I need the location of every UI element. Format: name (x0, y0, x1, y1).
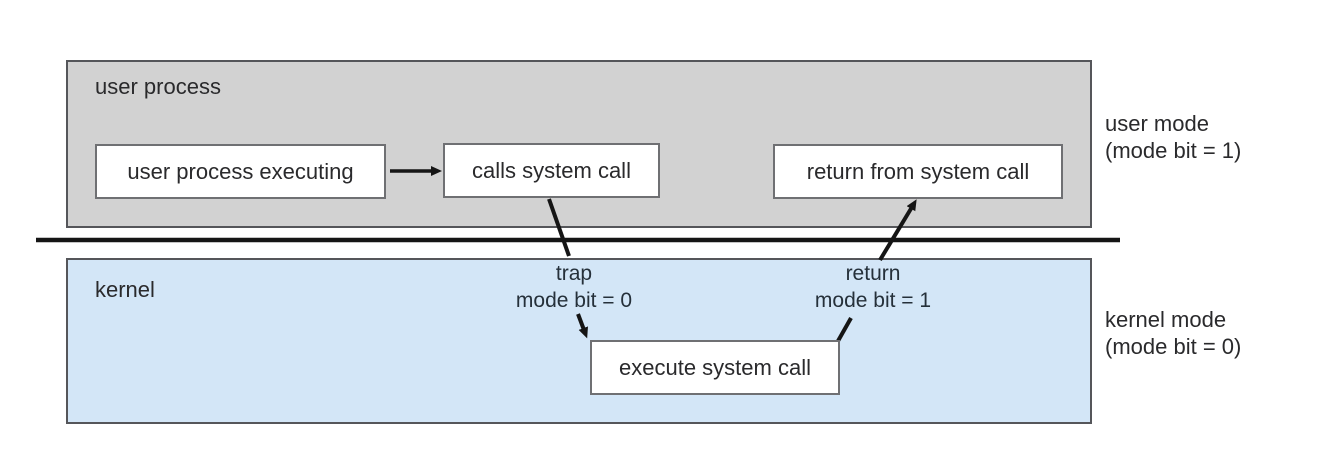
user-mode-label: user mode (mode bit = 1) (1105, 110, 1241, 164)
kernel-mode-label: kernel mode (mode bit = 0) (1105, 306, 1241, 360)
kernel-mode-label-line1: kernel mode (1105, 307, 1227, 332)
node-execute-system-call: execute system call (590, 340, 840, 395)
trap-label-line1: trap (555, 262, 593, 285)
return-label-line2: mode bit = 1 (814, 289, 932, 312)
node-user-process-executing: user process executing (95, 144, 386, 199)
node-return-from-system-call: return from system call (773, 144, 1063, 199)
return-label-line1: return (845, 262, 901, 285)
return-label: return mode bit = 1 (773, 260, 973, 314)
kernel-region (66, 258, 1092, 424)
node-calls-system-call: calls system call (443, 143, 660, 198)
trap-label: trap mode bit = 0 (474, 260, 674, 314)
user-process-region-title: user process (95, 74, 221, 99)
kernel-region-title: kernel (95, 277, 155, 302)
user-mode-label-line1: user mode (1105, 111, 1209, 136)
kernel-mode-label-line2: (mode bit = 0) (1105, 334, 1242, 359)
trap-label-line2: mode bit = 0 (515, 289, 633, 312)
user-mode-label-line2: (mode bit = 1) (1105, 138, 1242, 163)
